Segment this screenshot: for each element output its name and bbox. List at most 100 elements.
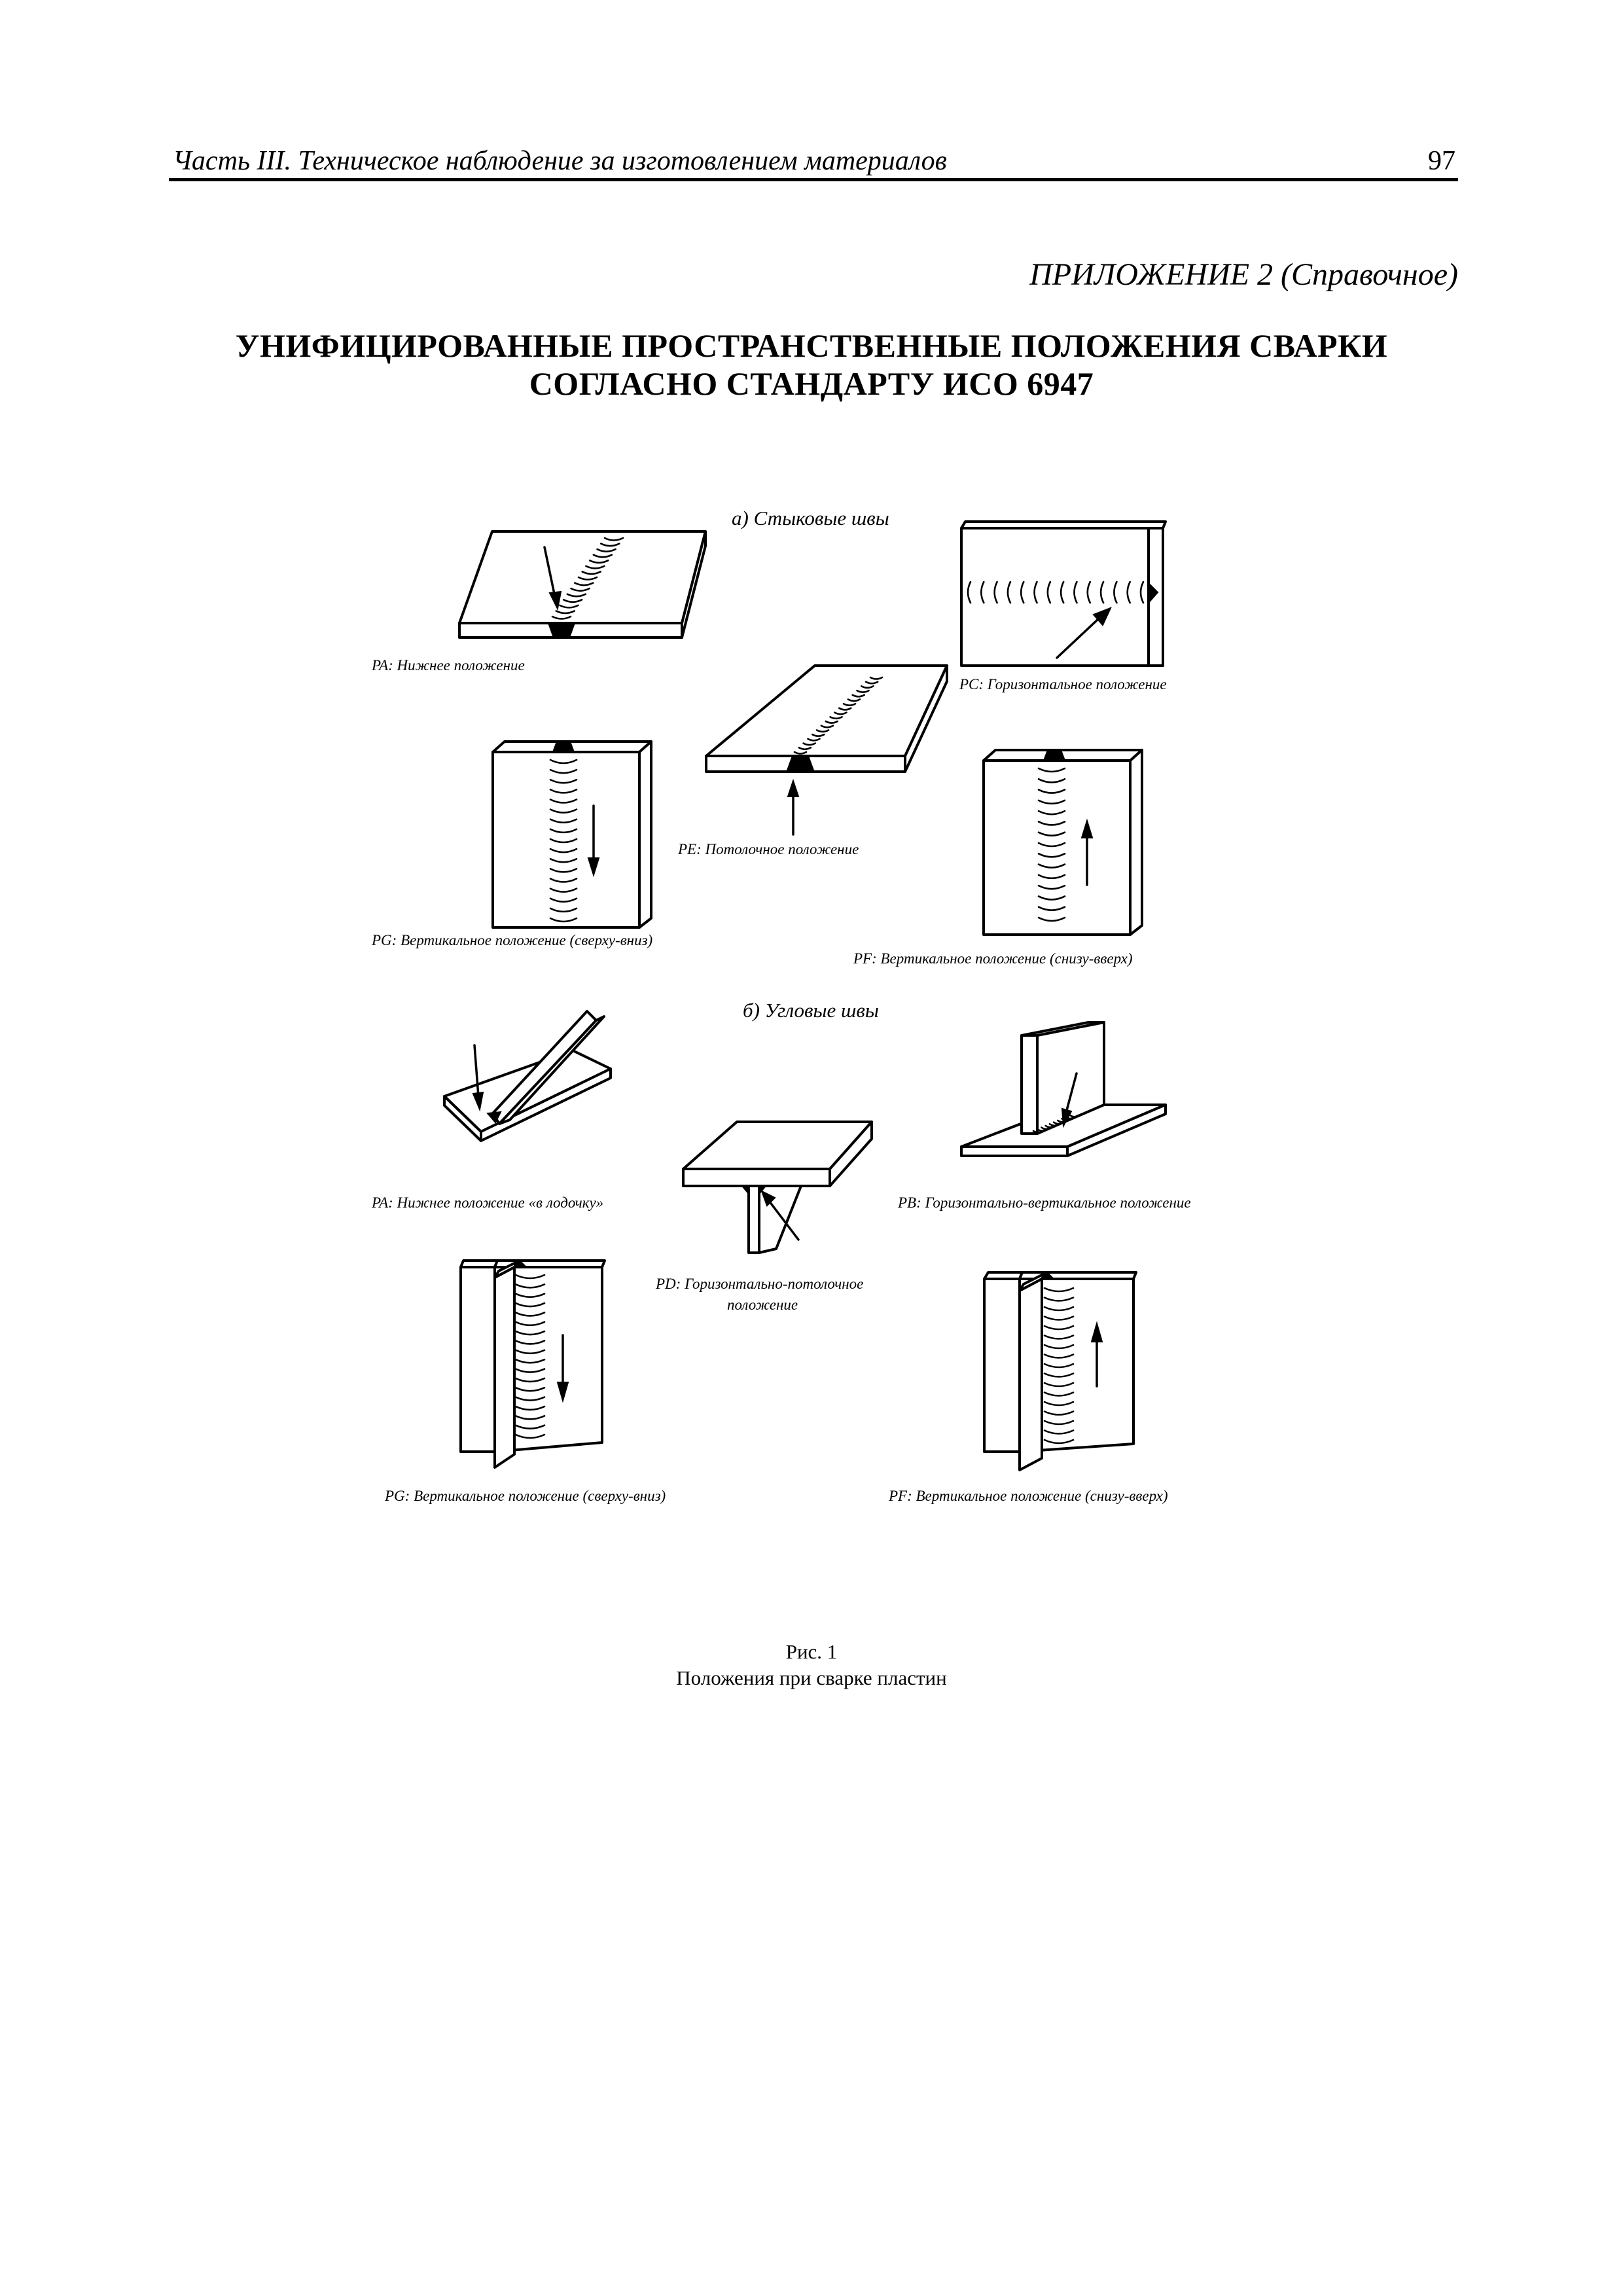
weld-bead-ripple (825, 720, 839, 724)
weld-bead-ripple (588, 559, 609, 564)
weld-bead-ripple (599, 543, 620, 547)
section-a-title: а) Стыковые швы (732, 507, 889, 529)
weld-bead-ripple (570, 587, 590, 592)
butt-pf-figure (982, 749, 1143, 936)
fillet-pg-figure (459, 1259, 606, 1469)
butt-pe-figure (705, 664, 948, 836)
main-title-line2: СОГЛАСНО СТАНДАРТУ ИСО 6947 (529, 365, 1094, 402)
fillet-pf-caption: PF: Вертикальное положение (снизу-вверх) (889, 1488, 1168, 1504)
weld-bead-ripple (865, 681, 879, 685)
fillet-pg-caption: PG: Вертикальное положение (сверху-вниз) (385, 1488, 666, 1504)
weld-bead-ripple (802, 742, 816, 746)
weld-bead-ripple (798, 746, 812, 751)
weld-bead-ripple (1043, 1344, 1075, 1350)
weld-bead-ripple (581, 571, 602, 575)
running-header: Часть III. Техническое наблюдение за изг… (169, 145, 1458, 178)
weld-bead-ripple (549, 888, 578, 893)
weld-bead-ripple (549, 768, 578, 774)
weld-bead-ripple (1043, 1363, 1075, 1369)
weld-bead-ripple (1037, 842, 1066, 848)
weld-bead-ripple (514, 1302, 546, 1308)
weld-bead-ripple (1037, 810, 1066, 816)
fillet-pf-figure (983, 1271, 1137, 1471)
weld-bead-ripple (1043, 1287, 1075, 1293)
weld-bead-ripple (1043, 1439, 1075, 1444)
weld-bead-ripple (549, 838, 578, 844)
weld-bead-ripple (820, 725, 834, 728)
weld-bead-ripple (1043, 1297, 1075, 1302)
weld-bead-ripple (847, 698, 861, 702)
weld-bead-ripple (549, 798, 578, 804)
weld-bead-ripple (514, 1386, 546, 1392)
weld-bead-ripple (514, 1330, 546, 1336)
weld-bead-ripple (1043, 1382, 1075, 1388)
weld-bead-ripple (514, 1321, 546, 1327)
weld-bead-ripple (1139, 581, 1145, 604)
weld-bead-ripple (514, 1349, 546, 1355)
weld-bead-ripple (1043, 1401, 1075, 1407)
weld-bead-ripple (551, 615, 572, 620)
weld-bead-ripple (514, 1433, 546, 1439)
fillet-pd-caption-line2: положение (727, 1297, 798, 1313)
weld-bead-ripple (1043, 1372, 1075, 1378)
weld-bead-ripple (603, 537, 624, 541)
butt-pc-figure (960, 520, 1167, 667)
weld-bead-ripple (514, 1414, 546, 1420)
weld-bead-ripple (1037, 799, 1066, 805)
weld-bead-ripple (1043, 1410, 1075, 1416)
weld-bead-ripple (596, 548, 616, 552)
weld-bead-ripple (967, 581, 972, 604)
weld-bead-ripple (559, 604, 579, 609)
fillet-pd-caption-line1: PD: Горизонтально-потолочное (656, 1276, 864, 1292)
weld-bead-ripple (838, 707, 852, 711)
weld-bead-ripple (815, 729, 830, 733)
fillet-pa-caption: PA: Нижнее положение «в лодочку» (372, 1194, 604, 1211)
fillet-pb-figure (960, 1021, 1167, 1157)
weld-bead-ripple (514, 1274, 546, 1280)
weld-bead-ripple (549, 897, 578, 903)
weld-bead-ripple (793, 751, 808, 755)
weld-bead-ripple (1037, 852, 1066, 858)
weld-bead-ripple (1043, 1354, 1075, 1359)
weld-bead-ripple (549, 828, 578, 834)
weld-bead-ripple (829, 716, 843, 720)
weld-bead-ripple (549, 808, 578, 814)
figure-caption: Положения при сварке пластин (676, 1666, 947, 1689)
weld-bead-ripple (1020, 581, 1025, 604)
weld-bead-ripple (1037, 863, 1066, 869)
main-title-line1: УНИФИЦИРОВАННЫЕ ПРОСТРАНСТВЕННЫЕ ПОЛОЖЕН… (235, 327, 1388, 364)
fillet-pb-caption: PB: Горизонтально-вертикальное положение (898, 1194, 1191, 1211)
running-title: Часть III. Техническое наблюдение за изг… (173, 146, 947, 176)
weld-bead-ripple (1043, 1325, 1075, 1331)
butt-pg-figure (491, 740, 652, 929)
weld-bead-ripple (1037, 821, 1066, 826)
weld-bead-ripple (1007, 581, 1012, 604)
weld-bead-ripple (585, 565, 605, 569)
weld-bead-ripple (514, 1293, 546, 1299)
butt-pg-caption: PG: Вертикальное положение (сверху-вниз) (372, 932, 653, 948)
weld-bead-ripple (514, 1368, 546, 1373)
butt-pc-caption: PC: Горизонтальное положение (959, 676, 1167, 692)
butt-pf-caption: PF: Вертикальное положение (снизу-вверх) (853, 950, 1133, 967)
weld-bead-ripple (549, 917, 578, 923)
figure-number: Рис. 1 (785, 1640, 838, 1663)
weld-bead-ripple (514, 1358, 546, 1364)
weld-bead-ripple (549, 857, 578, 863)
weld-bead-ripple (1037, 831, 1066, 837)
weld-bead-ripple (549, 818, 578, 824)
fillet-pa-figure (443, 1010, 612, 1142)
section-b-title: б) Угловые швы (743, 999, 879, 1022)
weld-bead-ripple (549, 878, 578, 883)
weld-bead-ripple (842, 702, 857, 707)
weld-bead-ripple (1037, 767, 1066, 773)
weld-bead-ripple (1099, 581, 1105, 604)
fillet-pd-figure (682, 1121, 873, 1254)
weld-bead-ripple (1037, 884, 1066, 890)
weld-bead-ripple (1037, 895, 1066, 901)
weld-bead-ripple (562, 598, 583, 603)
weld-bead-ripple (1073, 581, 1078, 604)
weld-bead-ripple (869, 676, 883, 680)
butt-pa-figure (458, 530, 707, 639)
weld-bead-ripple (514, 1340, 546, 1345)
weld-bead-ripple (1033, 581, 1038, 604)
